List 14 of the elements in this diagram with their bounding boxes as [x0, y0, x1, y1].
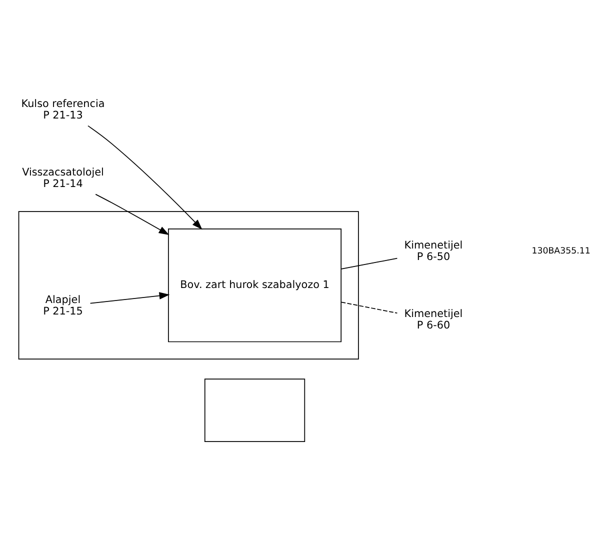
node-text: Visszacsatolojel P 21-14: [22, 166, 104, 190]
arrow: [88, 125, 202, 230]
arrow: [95, 194, 170, 236]
node-text: Alapjel P 21-15: [43, 294, 83, 318]
node-box: Bov. zart hurok szabalyozo 1: [168, 228, 342, 342]
label: 130BA355.11: [532, 246, 590, 257]
connector: [340, 302, 398, 314]
node-box: [204, 378, 306, 442]
cluster: [18, 211, 359, 360]
connector: [340, 258, 398, 270]
node-text: Kimenetijel P 6-60: [404, 308, 463, 332]
arrow: [90, 292, 170, 304]
node-text: Kimenetijel P 6-50: [404, 240, 463, 263]
node-text: Kulso referencia P 21-13: [21, 98, 105, 122]
